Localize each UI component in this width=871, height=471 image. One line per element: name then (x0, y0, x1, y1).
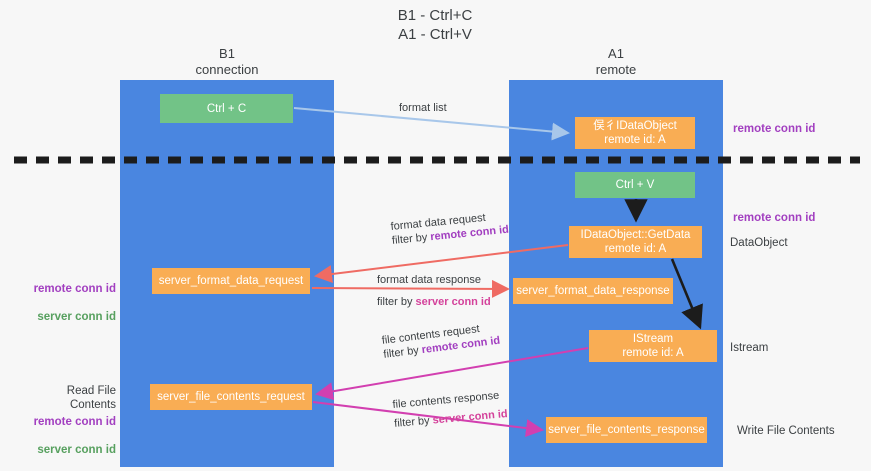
arrow-label-file-contents-response-line2: filter by server conn id (393, 408, 509, 430)
annotation-left-remote-conn-id: remote conn id (33, 283, 116, 295)
swimlane-b1-title: B1 connection (195, 46, 259, 77)
annotation-read-file-contents: Read File Contents (66, 385, 116, 411)
annotation-istream: Istream (730, 342, 769, 354)
arrow-label-file-contents-response-line1: file contents response (392, 389, 500, 411)
swimlane-a1-title: A1 remote (595, 46, 637, 77)
annotation-write-file-contents: Write File Contents (737, 425, 835, 437)
annotation-left-conn-ids-bottom: remote conn id server conn id (18, 401, 116, 471)
annotation-left-remote-conn-id-2: remote conn id (33, 416, 116, 428)
annotation-dataobject: DataObject (730, 237, 788, 249)
arrow-label-format-data-response-line2: filter by server conn id (377, 296, 491, 308)
arrow-label-format-data-response: format data response filter by server co… (377, 273, 491, 309)
annotation-left-server-conn-id-2: server conn id (37, 444, 116, 456)
arrow-label-file-contents-request: file contents request filter by remote c… (381, 320, 501, 362)
arrow-label-format-list: format list (399, 102, 447, 114)
node-idataobject-getdata[interactable]: IDataObject::GetData remote id: A (569, 226, 702, 258)
arrow-label-format-data-response-line1: format data response (377, 274, 481, 286)
node-istream[interactable]: IStream remote id: A (589, 330, 717, 362)
key-server-conn-id: server conn id (432, 408, 509, 427)
node-server-file-contents-request[interactable]: server_file_contents_request (150, 384, 312, 410)
page-title: B1 - Ctrl+C A1 - Ctrl+V (397, 7, 473, 43)
node-ctrl-v[interactable]: Ctrl + V (575, 172, 695, 198)
node-server-file-contents-response[interactable]: server_file_contents_response (546, 417, 707, 443)
node-idataobject[interactable]: 俣彳IDataObject remote id: A (575, 117, 695, 149)
annotation-left-conn-ids-top: remote conn id server conn id (18, 268, 116, 338)
node-server-format-data-response[interactable]: server_format_data_response (513, 278, 673, 304)
arrow-label-file-contents-response: file contents response filter by server … (392, 388, 508, 431)
annotation-remote-conn-id-top: remote conn id (733, 123, 816, 135)
arrow-label-format-data-request: format data request filter by remote con… (390, 209, 510, 248)
key-server-conn-id: server conn id (415, 296, 491, 308)
node-ctrl-c[interactable]: Ctrl + C (160, 94, 293, 123)
node-server-format-data-request[interactable]: server_format_data_request (152, 268, 310, 294)
annotation-remote-conn-id-mid: remote conn id (733, 212, 816, 224)
annotation-left-server-conn-id: server conn id (37, 311, 116, 323)
